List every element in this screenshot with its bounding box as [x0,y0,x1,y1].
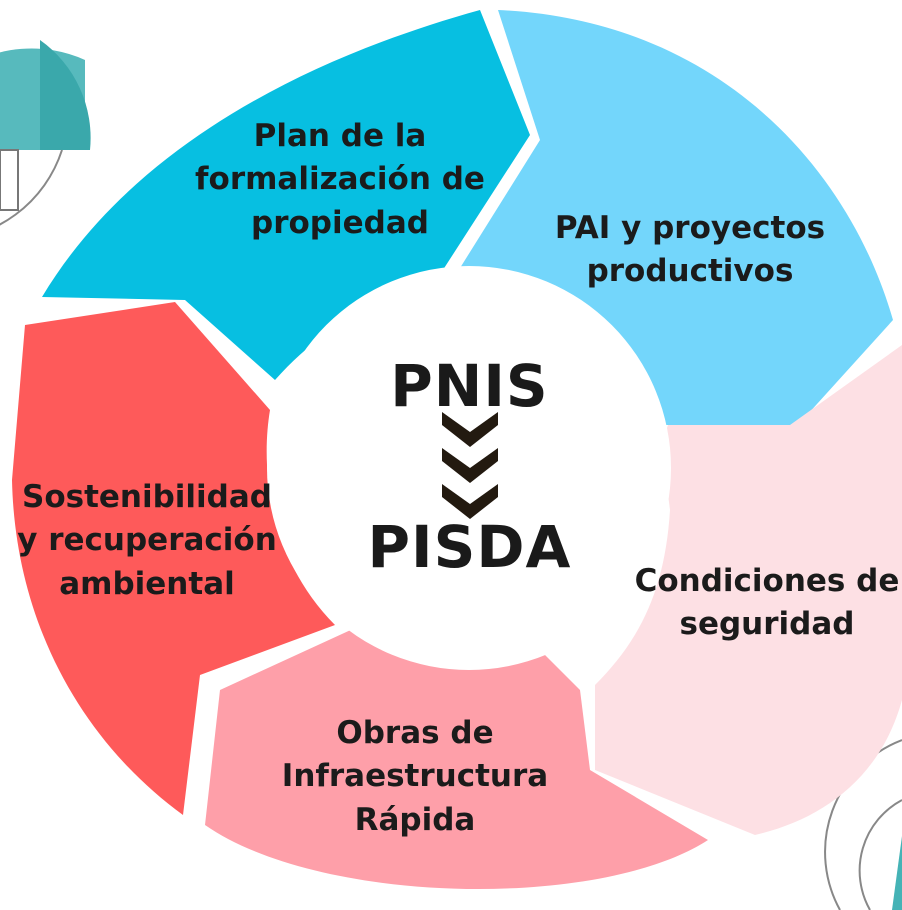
center-top-title: PNIS [390,352,549,420]
segment-pai-proyectos [440,10,893,425]
label-obras-infraestructura: Obras de Infraestructura Rápida [281,715,549,838]
segment-condiciones-seguridad [595,345,902,835]
label-plan-formalizacion: Plan de la formalización de propiedad [195,118,485,241]
label-pai-proyectos: PAI y proyectos productivos [554,210,826,290]
label-condiciones-seguridad: Condiciones de seguridad [634,563,900,643]
segment-sostenibilidad [12,302,335,815]
label-sostenibilidad: Sostenibilidad y recuperación ambiental [17,479,277,602]
center-bottom-title: PISDA [367,513,572,581]
segment-obras-infraestructura [205,628,708,889]
down-arrows-icon [442,412,498,519]
top-left-ring-decoration [0,40,91,226]
